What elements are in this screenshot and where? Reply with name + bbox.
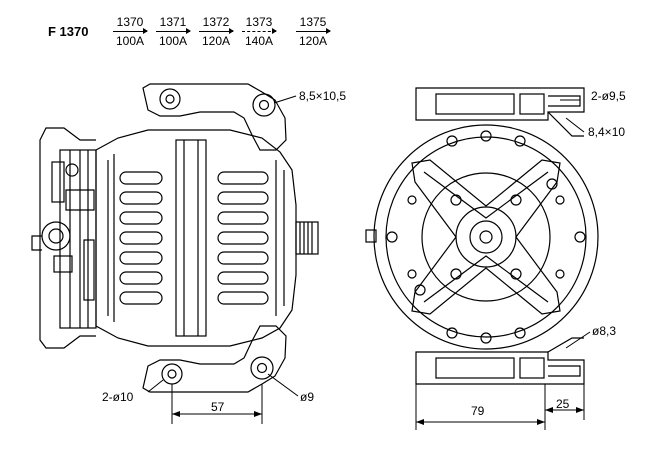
left-vents	[119, 171, 163, 305]
dim-width-25: 25	[556, 397, 570, 411]
dim-top-left-slot: 8,5×10,5	[299, 89, 347, 103]
variant-arrow	[113, 28, 148, 34]
variant-number: 1370	[116, 15, 144, 29]
bottom-mount-block	[415, 351, 585, 385]
variant-amperage: 100A	[115, 34, 145, 48]
variant-arrow	[296, 28, 331, 34]
variant-number: 1373	[245, 15, 273, 29]
dim-bottom-left-hole: ø9	[300, 390, 315, 404]
rear-cover	[39, 127, 96, 349]
dim-bottom-left-holes: 2-ø10	[102, 390, 134, 404]
dim-top-right-holes: 2-ø9,5	[591, 89, 626, 103]
variant-amperage: 140A	[244, 34, 274, 48]
top-left-hole	[159, 88, 181, 110]
dim-bottom-right-hole: ø8,3	[592, 324, 617, 338]
variant-1370: 1370 100A	[113, 15, 148, 48]
side-view	[31, 83, 319, 424]
variant-number: 1371	[159, 15, 187, 29]
end-view	[365, 87, 599, 430]
housing	[95, 129, 297, 347]
shaft	[295, 221, 319, 255]
variant-1375: 1375 120A	[296, 15, 331, 48]
bottom-mount-ear	[142, 325, 287, 393]
variant-amperage: 120A	[201, 34, 231, 48]
variant-amperage: 120A	[298, 34, 328, 48]
variant-arrow	[242, 28, 277, 34]
b-plus-terminal	[41, 221, 71, 251]
variant-number: 1372	[202, 15, 230, 29]
rim-holes	[386, 130, 586, 344]
dim-width-79: 79	[471, 404, 485, 418]
top-right-hole	[252, 93, 276, 117]
dim-top-right-slot: 8,4×10	[588, 125, 626, 139]
right-vents	[217, 171, 269, 305]
variant-arrow	[156, 28, 191, 34]
variant-arrow	[199, 28, 234, 34]
top-mount-block	[415, 87, 585, 121]
dim-width-57: 57	[211, 400, 225, 414]
variant-1371: 1371 100A	[156, 15, 191, 48]
top-mount-ear	[142, 83, 287, 151]
model-number: F 1370	[48, 24, 89, 39]
variant-number: 1375	[299, 15, 327, 29]
bottom-left-hole	[161, 363, 183, 385]
variant-1373: 1373 140A	[242, 15, 277, 48]
housing-circle	[373, 124, 599, 350]
variant-amperage: 100A	[158, 34, 188, 48]
bottom-right-hole	[250, 356, 274, 380]
terminal-stud	[65, 163, 79, 177]
shaft-hub	[469, 220, 503, 254]
variant-1372: 1372 120A	[199, 15, 234, 48]
